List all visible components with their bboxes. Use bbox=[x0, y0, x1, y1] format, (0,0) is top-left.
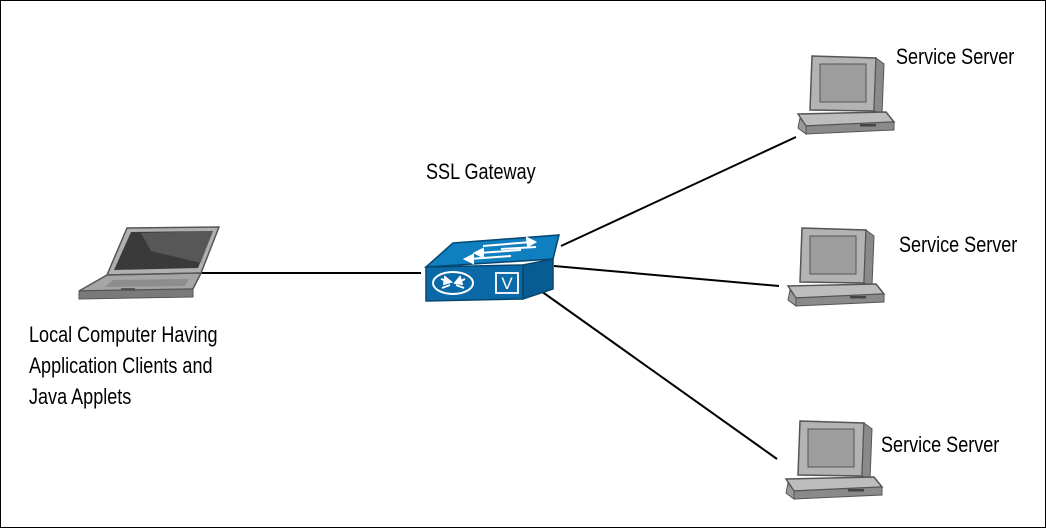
gateway-label: SSL Gateway bbox=[426, 159, 536, 184]
desktop-computer-icon bbox=[786, 227, 886, 307]
link-gateway-server-3 bbox=[540, 290, 778, 460]
desktop-computer-icon bbox=[784, 420, 884, 500]
laptop-icon bbox=[78, 226, 221, 300]
link-gateway-server-1 bbox=[560, 136, 797, 247]
local-computer-label: Local Computer Having Application Client… bbox=[29, 319, 218, 412]
local-computer-label-line: Application Clients and bbox=[29, 353, 213, 378]
gateway-badge-box bbox=[495, 272, 519, 294]
server-2-label: Service Server bbox=[899, 232, 1018, 257]
gateway-badge-text: V bbox=[501, 274, 513, 293]
local-computer-label-line: Java Applets bbox=[29, 384, 132, 409]
server-1-label: Service Server bbox=[896, 44, 1015, 69]
router-switch-icon: V bbox=[423, 234, 560, 302]
link-gateway-server-2 bbox=[553, 265, 780, 287]
server-3-label: Service Server bbox=[881, 432, 1000, 457]
local-computer-label-line: Local Computer Having bbox=[29, 322, 218, 347]
desktop-computer-icon bbox=[796, 55, 896, 135]
